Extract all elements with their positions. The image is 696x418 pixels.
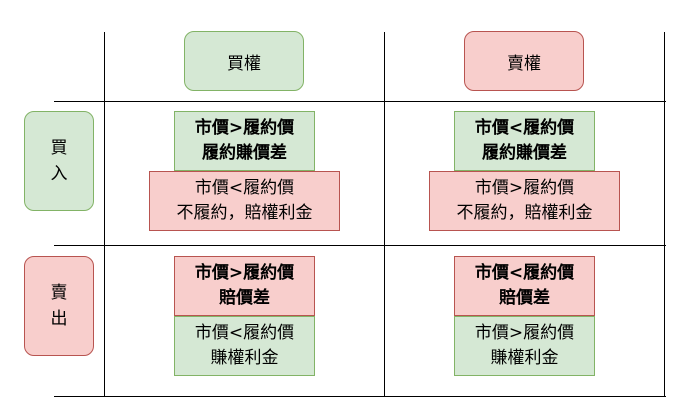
sell-call-main-box: 市價>履約價 賠價差	[174, 256, 315, 316]
buy-call-main-line1: 市價>履約價	[194, 118, 295, 138]
grid-line-vertical-left	[104, 32, 105, 396]
grid-line-vertical-right	[664, 32, 665, 396]
sell-put-alt-line2: 賺權利金	[490, 348, 559, 368]
sell-put-main-line2: 賠價差	[499, 288, 550, 308]
sell-put-main-line1: 市價<履約價	[474, 263, 575, 283]
grid-line-horizontal-bottom	[54, 396, 666, 397]
buy-call-main-box: 市價>履約價 履約賺價差	[174, 111, 315, 171]
call-option-header-label: 買權	[227, 53, 261, 74]
buy-row-header-char2: 入	[50, 164, 68, 184]
buy-call-alt-box: 市價<履約價 不履約，賠權利金	[149, 171, 340, 231]
buy-row-header-char1: 買	[50, 138, 68, 158]
buy-call-main-line2: 履約賺價差	[202, 143, 287, 163]
buy-put-alt-line2: 不履約，賠權利金	[456, 203, 593, 223]
sell-call-alt-line1: 市價<履約價	[194, 323, 295, 343]
buy-put-main-line1: 市價<履約價	[474, 118, 575, 138]
buy-put-main-line2: 履約賺價差	[482, 143, 567, 163]
grid-line-horizontal-middle	[54, 245, 666, 246]
sell-put-alt-box: 市價>履約價 賺權利金	[454, 316, 595, 376]
sell-call-alt-box: 市價<履約價 賺權利金	[174, 316, 315, 376]
sell-call-main-line2: 賠價差	[219, 288, 270, 308]
sell-row-header-char2: 出	[50, 309, 68, 329]
put-option-header: 賣權	[464, 31, 584, 91]
sell-put-main-box: 市價<履約價 賠價差	[454, 256, 595, 316]
grid-line-horizontal-top	[54, 101, 666, 102]
buy-put-alt-box: 市價>履約價 不履約，賠權利金	[429, 171, 620, 231]
call-option-header: 買權	[184, 31, 304, 91]
buy-call-alt-line1: 市價<履約價	[194, 178, 295, 198]
sell-row-header-char1: 賣	[50, 283, 68, 303]
sell-put-alt-line1: 市價>履約價	[474, 323, 575, 343]
buy-call-alt-line2: 不履約，賠權利金	[176, 203, 313, 223]
grid-line-vertical-middle	[384, 32, 385, 396]
buy-put-main-box: 市價<履約價 履約賺價差	[454, 111, 595, 171]
buy-put-alt-line1: 市價>履約價	[474, 178, 575, 198]
sell-call-main-line1: 市價>履約價	[194, 263, 295, 283]
sell-row-header: 賣 出	[24, 256, 94, 356]
put-option-header-label: 賣權	[507, 53, 541, 74]
sell-call-alt-line2: 賺權利金	[210, 348, 279, 368]
buy-row-header: 買 入	[24, 111, 94, 211]
